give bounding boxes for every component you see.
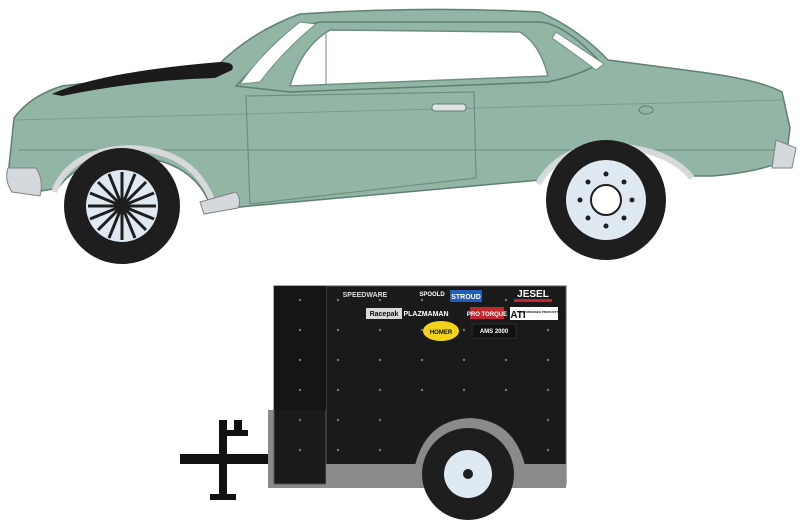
rivet xyxy=(298,328,302,332)
svg-text:PRO TORQUE: PRO TORQUE xyxy=(467,312,507,318)
front-wheel-arch xyxy=(51,144,217,207)
svg-text:Racepak: Racepak xyxy=(370,311,399,318)
front-bumper xyxy=(6,167,42,197)
side-exhaust xyxy=(199,191,241,215)
rivet xyxy=(298,388,302,392)
trailer-tongue xyxy=(180,454,276,464)
rivet xyxy=(462,388,466,392)
rivet xyxy=(336,358,340,362)
door-handle xyxy=(431,103,467,112)
rivet xyxy=(546,448,550,452)
front-wheel xyxy=(64,148,180,264)
lug-nuts xyxy=(577,171,635,229)
rivet xyxy=(298,418,302,422)
rivet xyxy=(462,358,466,362)
rivet xyxy=(546,358,550,362)
rivet xyxy=(336,418,340,422)
rivet xyxy=(298,448,302,452)
fuel-cap xyxy=(638,105,654,115)
rivet xyxy=(420,358,424,362)
ams2000-logo: AMS 2000 xyxy=(471,323,517,339)
svg-text:SPEEDWARE: SPEEDWARE xyxy=(343,292,388,299)
rivet xyxy=(336,448,340,452)
rivet xyxy=(378,388,382,392)
rivet xyxy=(336,328,340,332)
windshield xyxy=(238,21,318,85)
spoold-logo: SPOOLD xyxy=(419,292,445,298)
rivet xyxy=(462,328,466,332)
svg-text:HOMER: HOMER xyxy=(430,330,453,336)
svg-text:PLAZMAMAN: PLAZMAMAN xyxy=(403,311,448,318)
rear-wheel xyxy=(546,140,666,260)
jack-handle xyxy=(226,430,248,436)
rivet xyxy=(298,298,302,302)
rivet xyxy=(378,328,382,332)
rivet xyxy=(546,418,550,422)
front-nose xyxy=(274,286,326,410)
rivet xyxy=(504,298,508,302)
rear-window xyxy=(551,31,605,71)
stroud-logo: STROUD xyxy=(450,290,482,302)
svg-text:ATI: ATI xyxy=(510,310,526,321)
rivet xyxy=(298,358,302,362)
protorque-logo: PRO TORQUE xyxy=(467,307,507,319)
svg-text:SPOOLD: SPOOLD xyxy=(419,292,445,298)
rivet xyxy=(378,358,382,362)
speedware-logo: SPEEDWARE xyxy=(340,289,390,299)
rivet xyxy=(336,298,340,302)
trailer: SPEEDWARE SPOOLD STROUD JESEL Racepak PL… xyxy=(180,285,567,520)
rivet xyxy=(420,328,424,332)
side-window xyxy=(288,29,549,87)
rivet xyxy=(504,358,508,362)
svg-text:JESEL: JESEL xyxy=(517,289,549,300)
door-outline xyxy=(245,91,477,205)
svg-text:AMS 2000: AMS 2000 xyxy=(480,329,509,335)
rivet xyxy=(420,388,424,392)
trailer-hub xyxy=(463,469,473,479)
plazmaman-logo: PLAZMAMAN xyxy=(403,311,448,318)
rivet xyxy=(546,388,550,392)
jack-top xyxy=(234,420,242,432)
rivet xyxy=(378,418,382,422)
body-crease-upper xyxy=(13,99,783,121)
rivet xyxy=(504,388,508,392)
rivet xyxy=(546,328,550,332)
jack-foot xyxy=(210,494,236,500)
rivet xyxy=(378,298,382,302)
ati-logo: ATI PERFORMANCE PRODUCTS, INC. xyxy=(510,307,567,321)
black-hood xyxy=(52,62,233,96)
rivet xyxy=(378,448,382,452)
jack-stand xyxy=(219,420,227,496)
jesel-logo: JESEL xyxy=(514,289,552,302)
sponsor-logos: SPEEDWARE SPOOLD STROUD JESEL Racepak PL… xyxy=(340,289,567,341)
svg-text:PERFORMANCE PRODUCTS, INC.: PERFORMANCE PRODUCTS, INC. xyxy=(518,310,567,314)
racepak-logo: Racepak xyxy=(366,308,402,319)
svg-text:STROUD: STROUD xyxy=(451,294,481,301)
rivet xyxy=(420,298,424,302)
rear-bumper xyxy=(771,139,797,169)
round-yellow-logo: HOMER xyxy=(423,321,459,341)
car xyxy=(6,8,797,264)
rivet xyxy=(336,388,340,392)
